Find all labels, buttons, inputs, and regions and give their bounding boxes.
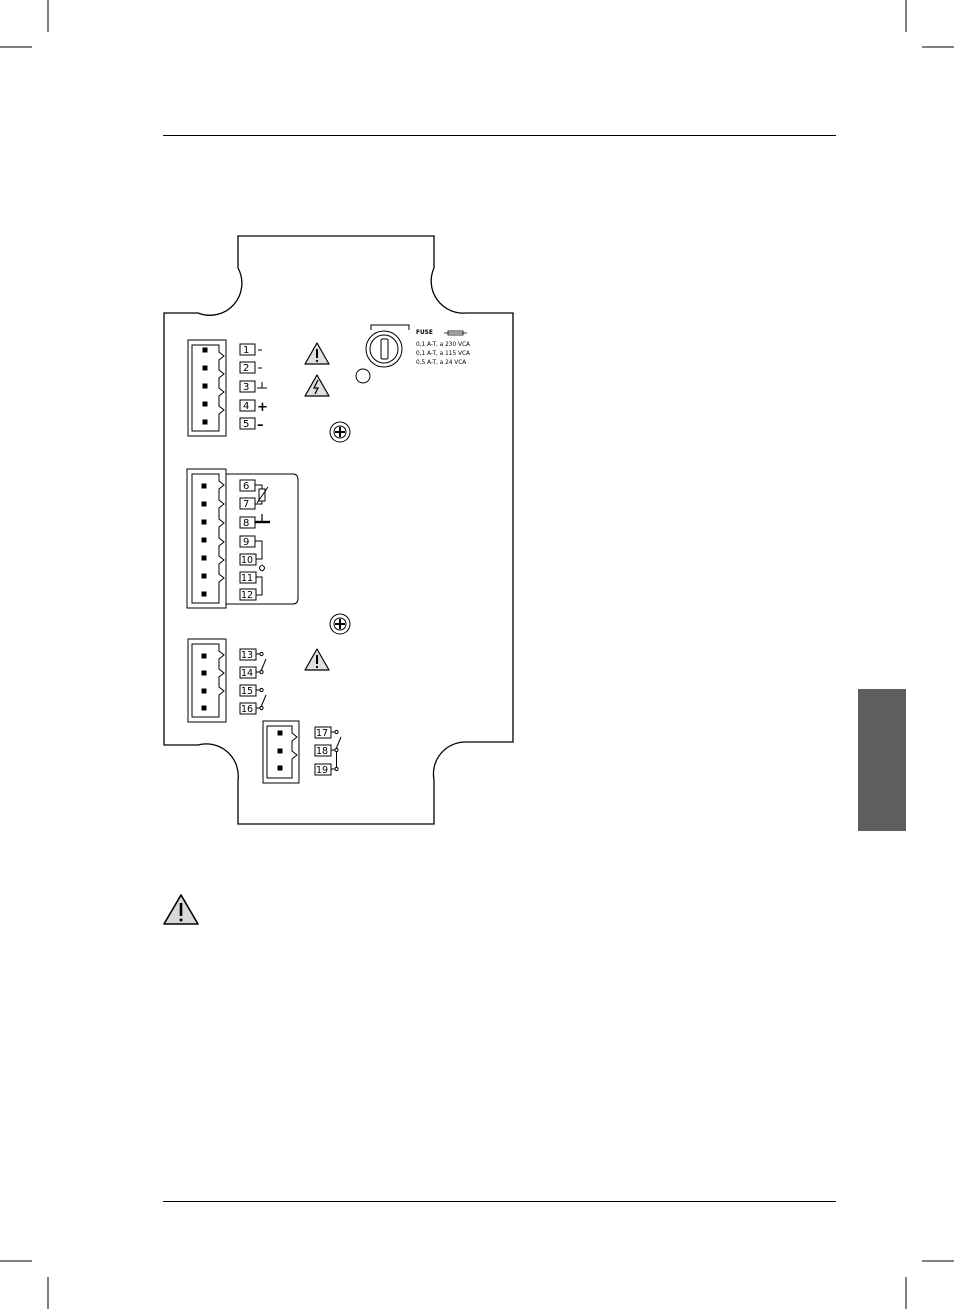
terminal-3-label: 3 <box>243 382 249 393</box>
terminal-1-label: 1 <box>243 345 249 356</box>
terminal-19: 19 <box>315 764 331 776</box>
chapter-side-tab <box>858 689 906 831</box>
terminal-13: 13 <box>240 649 256 661</box>
changeover-contact-icon <box>331 730 341 770</box>
terminal-1: 1 <box>240 344 255 356</box>
screw-icon <box>330 614 350 634</box>
fuse-icon <box>444 331 467 335</box>
terminal-16-label: 16 <box>241 704 253 715</box>
terminal-8-label: 8 <box>243 518 249 529</box>
terminal-group-alarm: 17 18 19 <box>315 727 341 776</box>
terminal-2-label: 2 <box>243 363 249 374</box>
connector-block-a <box>188 340 226 436</box>
ground-symbol-icon <box>255 514 270 522</box>
terminal-18-label: 18 <box>316 746 328 757</box>
terminal-10: 10 <box>240 554 256 566</box>
terminal-6: 6 <box>240 480 255 492</box>
terminal-10-label: 10 <box>241 555 253 566</box>
terminal-17: 17 <box>315 727 331 739</box>
terminal-2: 2 <box>240 362 255 374</box>
terminal-19-label: 19 <box>316 765 328 776</box>
terminal-group-power: 1 2 3 4 + 5 – <box>240 344 268 433</box>
plus-symbol: + <box>257 400 268 415</box>
fuse-title: FUSE <box>416 330 433 336</box>
terminal-17-label: 17 <box>316 728 328 739</box>
terminal-group-relay: 13 14 15 16 <box>240 649 266 715</box>
terminal-14: 14 <box>240 667 256 679</box>
terminal-15-label: 15 <box>241 686 253 697</box>
terminal-4-label: 4 <box>243 401 249 412</box>
terminal-9: 9 <box>240 536 255 548</box>
terminal-13-label: 13 <box>241 650 253 661</box>
terminal-18: 18 <box>315 745 331 757</box>
terminal-7-label: 7 <box>243 499 249 510</box>
terminal-6-label: 6 <box>243 481 249 492</box>
connector-block-c <box>188 639 226 722</box>
terminal-12-label: 12 <box>241 590 253 601</box>
warning-icon <box>305 649 329 670</box>
terminal-14-label: 14 <box>241 668 253 679</box>
indicator-led <box>356 369 370 383</box>
terminal-11-label: 11 <box>241 573 253 584</box>
high-voltage-icon <box>305 375 329 396</box>
terminal-group-signal: 6 7 8 9 10 11 12 <box>240 480 270 601</box>
terminal-5-label: 5 <box>243 419 249 430</box>
terminal-11: 11 <box>240 572 256 584</box>
terminal-3: 3 <box>240 381 255 393</box>
terminal-12: 12 <box>240 589 256 601</box>
fuse-rating-115: 0,1 A-T, a 115 VCA <box>416 351 470 357</box>
terminal-4: 4 <box>240 400 255 412</box>
caution-icon <box>164 895 198 924</box>
fuse-label: FUSE 0,1 A-T, a 230 VCA 0,1 A-T, a 115 V… <box>416 330 470 366</box>
terminal-8: 8 <box>240 517 255 529</box>
screw-icon <box>330 422 350 442</box>
terminal-5: 5 <box>240 418 255 430</box>
connector-block-b <box>187 469 226 608</box>
terminal-9-label: 9 <box>243 537 249 548</box>
terminal-15: 15 <box>240 685 256 697</box>
connector-block-d <box>263 721 299 783</box>
earth-ground-icon <box>257 382 267 388</box>
warning-icon <box>305 343 329 364</box>
device-outline <box>164 236 513 824</box>
communication-line-icon <box>255 541 265 595</box>
fuse-holder <box>366 325 409 367</box>
relay-contact-icon <box>256 652 266 673</box>
relay-contact-icon <box>256 688 266 709</box>
terminal-16: 16 <box>240 703 256 715</box>
minus-symbol: – <box>257 418 264 433</box>
fuse-rating-24: 0,5 A-T, a 24 VCA <box>416 360 466 366</box>
sensor-resistor-icon <box>255 485 268 504</box>
terminal-7: 7 <box>240 498 255 510</box>
fuse-rating-230: 0,1 A-T, a 230 VCA <box>416 342 470 348</box>
